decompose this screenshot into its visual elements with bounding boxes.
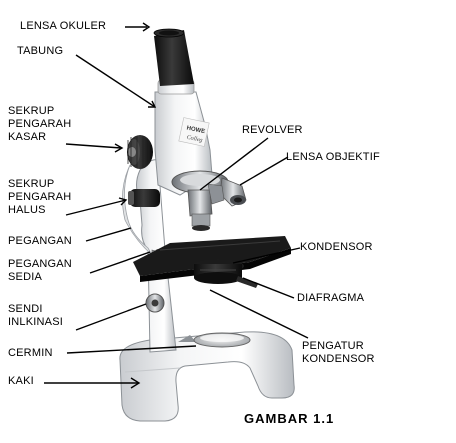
label-sendi-inklinasi: SENDI INLKINASI bbox=[8, 303, 63, 328]
objective-lenses bbox=[187, 177, 247, 231]
label-kaki: KAKI bbox=[8, 375, 34, 387]
brand-label-line1: HOWE bbox=[186, 125, 206, 135]
inclination-joint bbox=[145, 293, 165, 313]
diaphragm-lever bbox=[236, 276, 258, 288]
label-pegangan: PEGANGAN bbox=[8, 235, 72, 247]
mirror bbox=[178, 332, 251, 348]
leader-lines bbox=[44, 22, 309, 389]
base-foot bbox=[119, 331, 295, 422]
eyepiece bbox=[153, 28, 195, 95]
label-pegangan-sedia: PEGANGAN SEDIA bbox=[8, 258, 72, 283]
label-sekrup-pengarah-kasar: SEKRUP PENGARAH KASAR bbox=[8, 105, 72, 143]
stage bbox=[133, 236, 291, 282]
brand-label-line2: Colleg bbox=[186, 135, 203, 144]
label-sekrup-pengarah-halus: SEKRUP PENGARAH HALUS bbox=[8, 178, 72, 216]
label-cermin: CERMIN bbox=[8, 347, 53, 359]
label-tabung: TABUNG bbox=[17, 45, 64, 57]
fine-focus-knob bbox=[128, 189, 160, 207]
body-tube: HOWE Colleg bbox=[154, 91, 213, 196]
coarse-focus-knob bbox=[127, 135, 153, 169]
label-kondensor: KONDENSOR bbox=[300, 241, 373, 253]
label-diafragma: DIAFRAGMA bbox=[297, 292, 365, 304]
label-lensa-objektif: LENSA OBJEKTIF bbox=[286, 151, 380, 163]
label-pengatur-kondensor: PENGATUR KONDENSOR bbox=[302, 340, 375, 365]
label-revolver: REVOLVER bbox=[242, 124, 303, 136]
label-lensa-okuler: LENSA OKULER bbox=[20, 20, 107, 32]
condenser bbox=[192, 259, 244, 284]
figure-caption: GAMBAR 1.1 bbox=[244, 411, 335, 426]
